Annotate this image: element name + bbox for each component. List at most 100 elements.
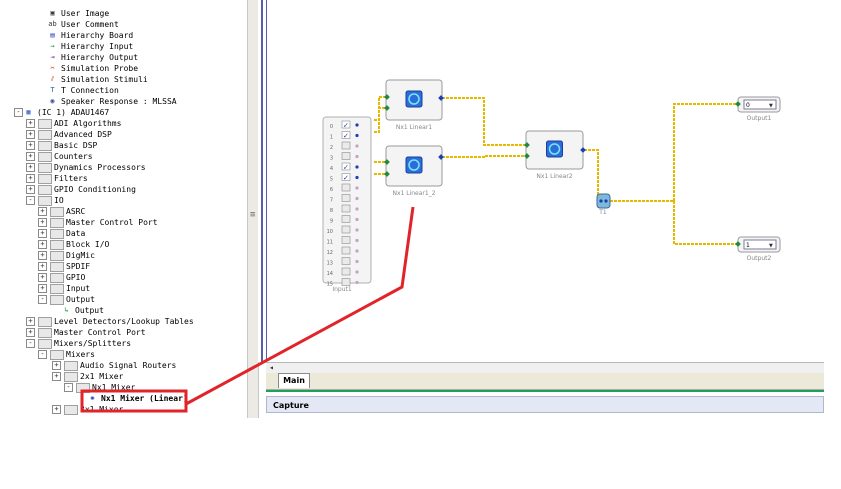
expand-icon[interactable]: + [26,174,35,183]
chevron-down-icon[interactable]: ▼ [769,103,773,109]
tree-item[interactable]: ▣User Image [0,8,246,19]
expand-icon[interactable]: + [26,328,35,337]
tree-item[interactable]: ▤Hierarchy Board [0,30,246,41]
output-select[interactable] [743,99,777,110]
input-pin[interactable] [735,241,741,247]
input-channel-checkbox[interactable] [341,173,351,181]
tree-item[interactable]: +Basic DSP [0,140,246,151]
expand-icon[interactable]: + [38,218,47,227]
input-pin[interactable] [524,153,530,159]
scroll-left-icon[interactable]: ◂ [269,363,274,372]
input-channel-pin[interactable] [355,144,359,148]
tab-main[interactable]: Main [278,373,310,388]
input-channel-checkbox[interactable] [341,257,351,265]
tree-item[interactable]: +2x1 Mixer [0,371,246,382]
collapse-icon[interactable]: - [64,383,73,392]
tree-item[interactable]: +Filters [0,173,246,184]
input-channel-pin[interactable] [355,186,359,190]
expand-icon[interactable]: + [38,207,47,216]
expand-icon[interactable]: + [26,152,35,161]
input-channel-pin[interactable] [355,133,359,138]
input-channel-pin[interactable] [355,259,359,264]
signal-wire[interactable] [610,200,738,245]
input-channel-pin[interactable] [355,228,359,232]
signal-wire[interactable] [584,149,599,201]
input-pin[interactable] [524,142,530,148]
tree-item[interactable]: ↳Output [0,305,246,316]
input-channel-pin[interactable] [355,196,359,201]
collapse-icon[interactable]: - [38,295,47,304]
input-channel-checkbox[interactable] [341,162,351,171]
input-channel-checkbox[interactable] [341,278,351,286]
expand-icon[interactable]: + [52,372,61,381]
tree-item[interactable]: -▦(IC 1) ADAU1467 [0,107,246,118]
input-channel-pin[interactable] [355,175,359,180]
input-channel-checkbox[interactable] [341,152,351,160]
horizontal-scrollbar[interactable]: ◂ [266,362,824,373]
output-pin[interactable] [580,147,586,153]
tree-item[interactable]: +3x1 Mixer [0,404,246,415]
input-pin[interactable] [384,171,390,177]
input-channel-pin[interactable] [355,207,359,211]
t-connection-block[interactable] [596,193,611,209]
input-channel-checkbox[interactable] [341,131,351,139]
tree-item[interactable]: -Output [0,294,246,305]
tree-item[interactable]: ⫽Simulation Stimuli [0,74,246,85]
tree-item[interactable]: -Mixers [0,349,246,360]
tree-item[interactable]: +Data [0,228,246,239]
expand-icon[interactable]: + [38,240,47,249]
input-channel-checkbox[interactable] [341,215,351,223]
input-channel-checkbox[interactable] [341,194,351,202]
input-channel-pin[interactable] [355,154,359,159]
input-pin[interactable] [384,94,390,100]
tree-item[interactable]: +DigMic [0,250,246,261]
input-pin[interactable] [384,105,390,111]
signal-wire[interactable] [374,107,387,133]
expand-icon[interactable]: + [38,284,47,293]
input-channel-pin[interactable] [355,123,359,127]
input-channel-pin[interactable] [355,217,359,222]
input-channel-pin[interactable] [355,270,359,274]
signal-wire[interactable] [442,97,527,146]
input-pin[interactable] [384,159,390,165]
expand-icon[interactable]: + [26,130,35,139]
tree-item[interactable]: ✺Nx1 Mixer (Linear) [0,393,246,404]
expand-icon[interactable]: + [26,185,35,194]
input-channel-checkbox[interactable] [341,183,351,192]
tree-item[interactable]: +GPIO Conditioning [0,184,246,195]
tree-item[interactable]: +Block I/O [0,239,246,250]
tree-item[interactable]: →Hierarchy Input [0,41,246,52]
tree-item[interactable]: ◉Speaker Response : MLSSA [0,96,246,107]
tree-item[interactable]: -Mixers/Splitters [0,338,246,349]
tree-item[interactable]: +Level Detectors/Lookup Tables [0,316,246,327]
expand-icon[interactable]: + [38,251,47,260]
input-pin[interactable] [735,101,741,107]
tree-item[interactable]: +Input [0,283,246,294]
tree-item[interactable]: +ADI Algorithms [0,118,246,129]
capture-panel-header[interactable]: Capture [266,396,824,413]
splitter-grip-icon[interactable]: ≡ [250,210,256,220]
t-connection-pin[interactable] [604,199,608,203]
expand-icon[interactable]: + [26,119,35,128]
collapse-icon[interactable]: - [14,108,23,117]
output-pin[interactable] [438,95,444,101]
input-channel-checkbox[interactable] [341,141,351,150]
tree-item[interactable]: +Advanced DSP [0,129,246,140]
expand-icon[interactable]: + [52,405,61,414]
output-select[interactable] [743,239,777,250]
tree-item[interactable]: -Nx1 Mixer [0,382,246,393]
input-channel-checkbox[interactable] [341,225,351,234]
input-channel-pin[interactable] [355,249,359,253]
input-channel-checkbox[interactable] [341,236,351,244]
expand-icon[interactable]: + [38,262,47,271]
expand-icon[interactable]: + [26,163,35,172]
tree-item[interactable]: +GPIO [0,272,246,283]
collapse-icon[interactable]: - [26,196,35,205]
input-channel-pin[interactable] [355,165,359,169]
input-channel-checkbox[interactable] [341,246,351,255]
input-channel-pin[interactable] [355,280,359,285]
input-channel-checkbox[interactable] [341,267,351,276]
tree-item[interactable]: +Master Control Port [0,327,246,338]
